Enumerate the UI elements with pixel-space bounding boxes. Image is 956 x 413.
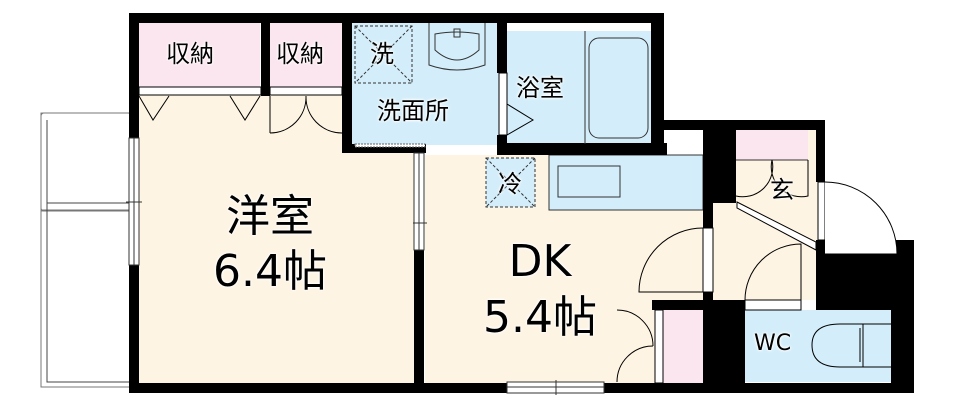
- washroom-label: 洗面所: [377, 97, 449, 125]
- storage-2-label: 収納: [276, 40, 324, 68]
- entrance-label: 玄: [770, 176, 794, 204]
- storage-2-floor: [270, 22, 342, 87]
- washbasin: [428, 23, 486, 71]
- refrigerator-space: [485, 157, 536, 208]
- storage-1-label: 収納: [166, 40, 214, 68]
- dk-storage: [663, 310, 703, 387]
- bathroom-door: [498, 72, 534, 136]
- storage-2-double-door: [269, 86, 343, 134]
- dk-size: 5.4帖: [483, 292, 597, 343]
- western-room-window: [126, 137, 142, 266]
- toilet-door: [744, 243, 802, 311]
- storage-1-floor: [138, 22, 260, 87]
- balcony: [40, 112, 132, 388]
- bathroom-label: 浴室: [516, 74, 564, 102]
- western-room-size: 6.4帖: [213, 246, 327, 297]
- shoe-storage-door: [735, 159, 809, 198]
- bathtub: [588, 37, 649, 139]
- dk-name: DK: [508, 236, 572, 287]
- dk-window: [506, 380, 605, 395]
- dk-storage-door: [616, 309, 664, 384]
- kitchen-counter: [548, 154, 704, 211]
- washing-machine-space: [354, 25, 413, 84]
- partition-sliding-door: [413, 152, 427, 251]
- toilet-bowl: [811, 323, 891, 368]
- front-door: [817, 181, 898, 255]
- toilet-label: WC: [754, 331, 792, 356]
- shoe-storage: [736, 130, 808, 160]
- storage-1-folding-door: [138, 86, 262, 121]
- western-room-name: 洋室: [226, 191, 314, 242]
- washroom-floor: [352, 22, 499, 145]
- dk-entrance-door: [638, 227, 714, 293]
- refrigerator-label: 冷: [498, 170, 522, 198]
- washing-machine-label: 洗: [370, 40, 394, 68]
